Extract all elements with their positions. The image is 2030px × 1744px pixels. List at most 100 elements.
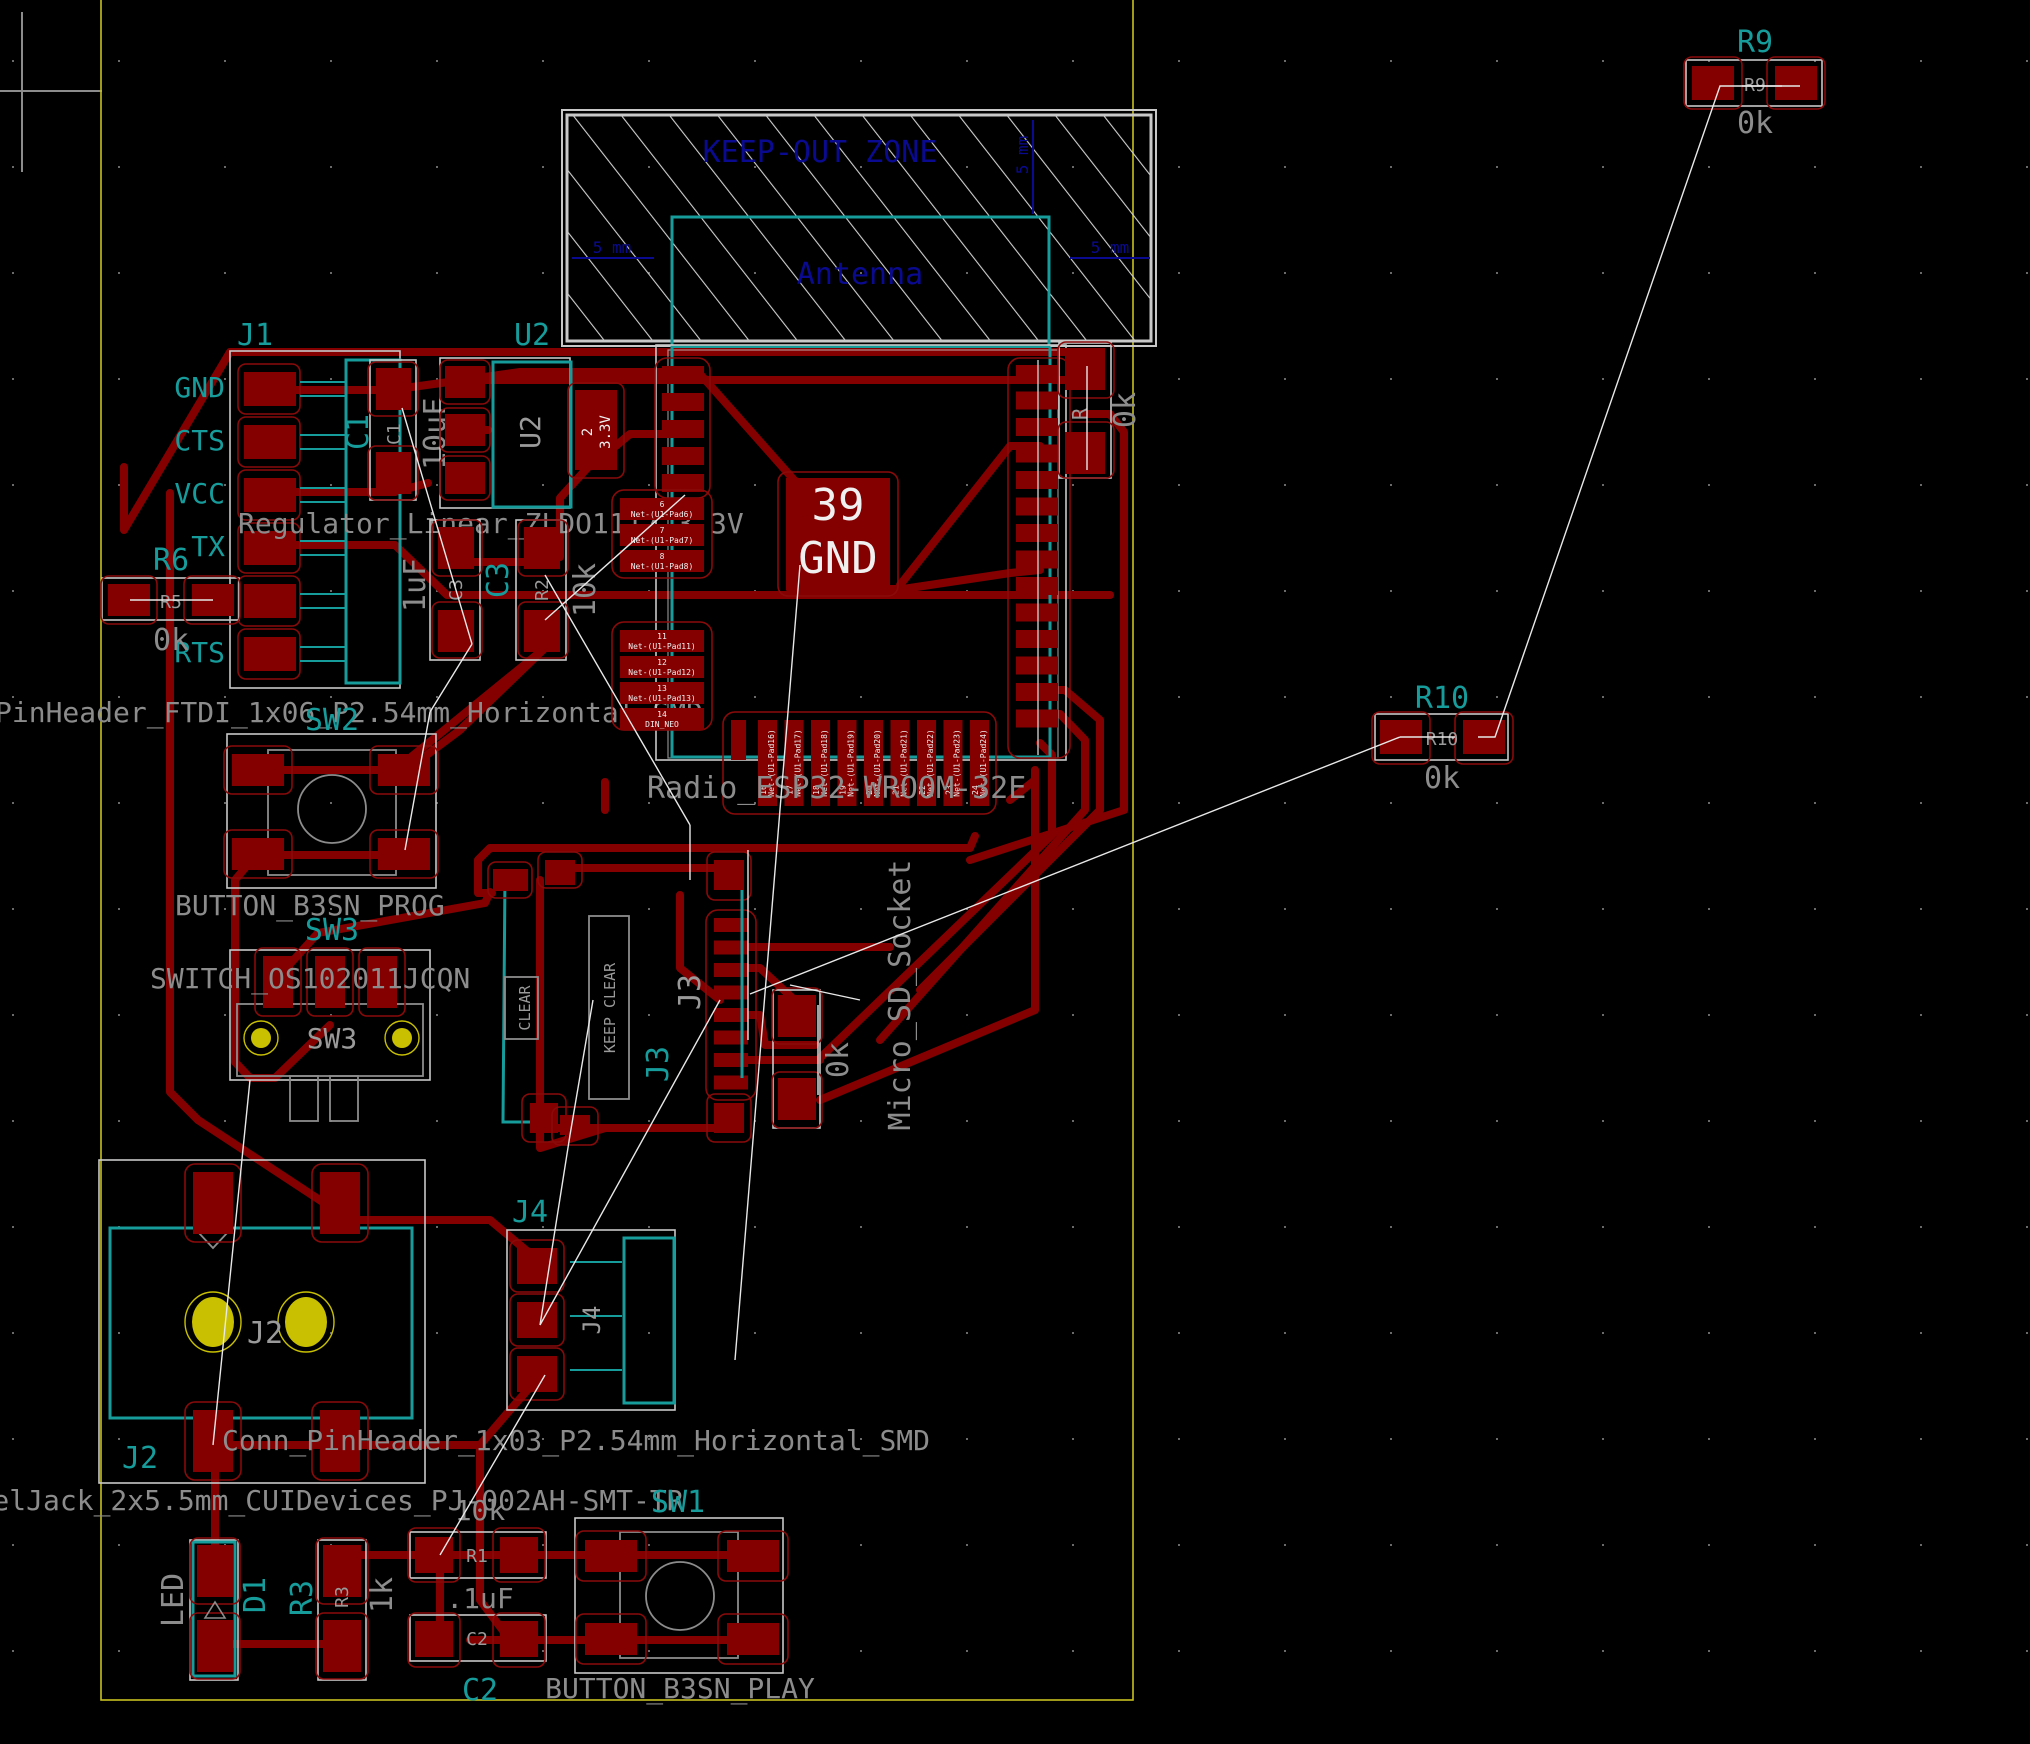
j3-pad[interactable] bbox=[714, 940, 748, 955]
u1-pad-number: 7 bbox=[660, 526, 665, 535]
c2-fab-ref: C2 bbox=[466, 1629, 488, 1650]
j3-pad[interactable] bbox=[714, 1053, 748, 1067]
u1-pad[interactable] bbox=[662, 393, 704, 411]
u1-pad-net: Net-(U1-Pad17) bbox=[794, 729, 803, 796]
r-top-value: 0k bbox=[1108, 392, 1143, 428]
j1-pad[interactable] bbox=[237, 575, 301, 627]
j1-pad[interactable] bbox=[237, 363, 301, 415]
u1-pad-number: 6 bbox=[660, 500, 665, 509]
j1-pin-label-vcc: VCC bbox=[174, 477, 225, 510]
sw1-value: BUTTON_B3SN_PLAY bbox=[545, 1672, 815, 1706]
j1-pad[interactable] bbox=[237, 416, 301, 468]
footprint-r3[interactable]: R3 R3 1k bbox=[285, 1537, 400, 1681]
sw3-fab-ref: SW3 bbox=[307, 1022, 358, 1055]
j1-pad[interactable] bbox=[237, 628, 301, 680]
u1-pad-number: 16 bbox=[759, 785, 768, 795]
footprint-d1[interactable]: LED D1 bbox=[156, 1537, 273, 1681]
r6-fab-ref: R5 bbox=[160, 592, 182, 613]
c3-ref: C3 bbox=[481, 562, 516, 598]
j1-value: PinHeader_FTDI_1x06_P2.54mm_Horizontal_S… bbox=[0, 696, 703, 730]
u1-pad-8[interactable] bbox=[620, 550, 704, 572]
u1-pad-net: Net-(U1-Pad13) bbox=[628, 694, 695, 703]
j3-pad[interactable] bbox=[714, 918, 748, 932]
footprint-sw1[interactable]: SW1 BUTTON_B3SN_PLAY bbox=[545, 1485, 815, 1706]
antenna-label: Antenna bbox=[797, 257, 923, 292]
u1-pad-6[interactable] bbox=[620, 498, 704, 520]
j3-keep-clear-label: KEEP CLEAR bbox=[601, 962, 619, 1053]
footprint-r9[interactable]: R9 R9 0k bbox=[1683, 25, 1826, 141]
j4-value: Conn_PinHeader_1x03_P2.54mm_Horizontal_S… bbox=[222, 1424, 930, 1458]
u1-pad-number: 21 bbox=[892, 785, 901, 795]
r10-value: 0k bbox=[1424, 761, 1460, 796]
u1-pad-11[interactable] bbox=[620, 630, 704, 652]
u1-pad-22[interactable] bbox=[917, 720, 936, 806]
footprint-sw3[interactable]: SW3 SW3 SWITCH_OS102011JCQN bbox=[150, 913, 470, 1122]
u1-pad-18[interactable] bbox=[811, 720, 830, 806]
u2-fab-ref: U2 bbox=[514, 415, 547, 449]
u1-pad-number: 8 bbox=[660, 552, 665, 561]
d1-ref: D1 bbox=[238, 1577, 273, 1613]
footprint-j1[interactable]: J1 GND CTS VCC TX RX RTS PinHeader_FTDI_… bbox=[0, 318, 703, 730]
keepout-zone[interactable]: KEEP-OUT ZONE Antenna 5 mm 5 mm 5 mm bbox=[561, 109, 1157, 349]
r3-value: 1k bbox=[365, 1577, 400, 1613]
j4-fab-ref: J4 bbox=[578, 1306, 606, 1335]
j2-fab-ref: J2 bbox=[247, 1316, 283, 1351]
footprint-j3[interactable]: CLEAR KEEP CLEAR J3 J3 Micro_SD_Socket bbox=[487, 851, 918, 1146]
origin-crosshair bbox=[0, 12, 102, 172]
u1-pad-21[interactable] bbox=[890, 720, 910, 806]
footprint-r10[interactable]: R10 R10 0k bbox=[1371, 681, 1514, 796]
j3-pad[interactable] bbox=[714, 985, 748, 1000]
sw2-value: BUTTON_B3SN_PROG bbox=[175, 889, 445, 923]
u1-pad-24[interactable] bbox=[970, 720, 989, 806]
j2-value: BarrelJack_2x5.5mm_CUIDevices_PJ-002AH-S… bbox=[0, 1484, 684, 1518]
u1-pad[interactable] bbox=[662, 366, 704, 384]
footprint-c3[interactable]: C3 C3 1uF bbox=[398, 519, 516, 661]
j2-ref: J2 bbox=[122, 1441, 158, 1476]
u1-pad-7[interactable] bbox=[620, 524, 704, 546]
footprint-r2[interactable]: R2 R2 10k bbox=[481, 519, 603, 661]
u1-pad-19[interactable] bbox=[837, 720, 857, 806]
u1-pad-20[interactable] bbox=[864, 720, 883, 806]
u1-pad-net: Net-(U1-Pad12) bbox=[628, 668, 695, 677]
footprint-c2[interactable]: C2 .1uF C2 bbox=[407, 1582, 547, 1708]
footprint-j4[interactable]: J4 J4 Conn_PinHeader_1x03_P2.54mm_Horizo… bbox=[222, 1195, 930, 1458]
u1-pad-13[interactable] bbox=[620, 682, 704, 704]
u1-pad-12[interactable] bbox=[620, 656, 704, 678]
u1-pad-number: 20 bbox=[865, 785, 874, 795]
u1-pad-number: 18 bbox=[812, 785, 821, 795]
j1-pad-copper bbox=[244, 584, 296, 618]
footprint-r4[interactable]: R4 0k bbox=[737, 987, 856, 1129]
footprint-r-top[interactable]: R 0k bbox=[1057, 341, 1143, 479]
j3-pad[interactable] bbox=[714, 1075, 748, 1090]
u1-pad-17[interactable] bbox=[784, 720, 804, 806]
j1-pad[interactable] bbox=[237, 522, 301, 574]
u1-pad-net: Net-(U1-Pad7) bbox=[631, 536, 694, 545]
u2-pad-net: 3.3V bbox=[598, 415, 614, 449]
u1-pad-number: 22 bbox=[918, 785, 927, 795]
footprint-j2[interactable]: J2 J2 BarrelJack_2x5.5mm_CUIDevices_PJ-0… bbox=[0, 1159, 684, 1518]
d1-value: LED bbox=[156, 1573, 191, 1627]
j3-pad[interactable] bbox=[714, 1030, 748, 1045]
u1-pad-net: DIN_NEO bbox=[645, 720, 679, 729]
u1-pad[interactable] bbox=[662, 420, 704, 438]
r-top-fab-ref: R bbox=[1068, 407, 1092, 420]
j1-pad-copper bbox=[244, 478, 296, 512]
u1-pad-16[interactable] bbox=[758, 720, 777, 806]
j3-pad[interactable] bbox=[714, 1008, 748, 1022]
u1-pad-15[interactable] bbox=[731, 720, 746, 760]
u1-pad-number: 19 bbox=[839, 785, 848, 795]
j1-pin-label-cts: CTS bbox=[174, 424, 225, 457]
u2-ref: U2 bbox=[514, 318, 550, 353]
u1-pad-23[interactable] bbox=[943, 720, 963, 806]
u1-pad[interactable] bbox=[662, 474, 704, 492]
u1-pad-14[interactable] bbox=[620, 708, 704, 730]
u1-pad[interactable] bbox=[662, 447, 704, 465]
footprint-u1[interactable]: 6Net-(U1-Pad6)7Net-(U1-Pad7)8Net-(U1-Pad… bbox=[611, 344, 1071, 815]
j3-pad[interactable] bbox=[714, 963, 748, 977]
footprint-r6[interactable]: R5 R6 0k bbox=[100, 543, 241, 658]
footprint-sw2[interactable]: SW2 BUTTON_B3SN_PROG bbox=[175, 703, 445, 923]
u1-pad-net: Net-(U1-Pad20) bbox=[873, 729, 882, 796]
dimension-top: 5 mm bbox=[1013, 136, 1032, 175]
j1-pad[interactable] bbox=[237, 469, 301, 521]
